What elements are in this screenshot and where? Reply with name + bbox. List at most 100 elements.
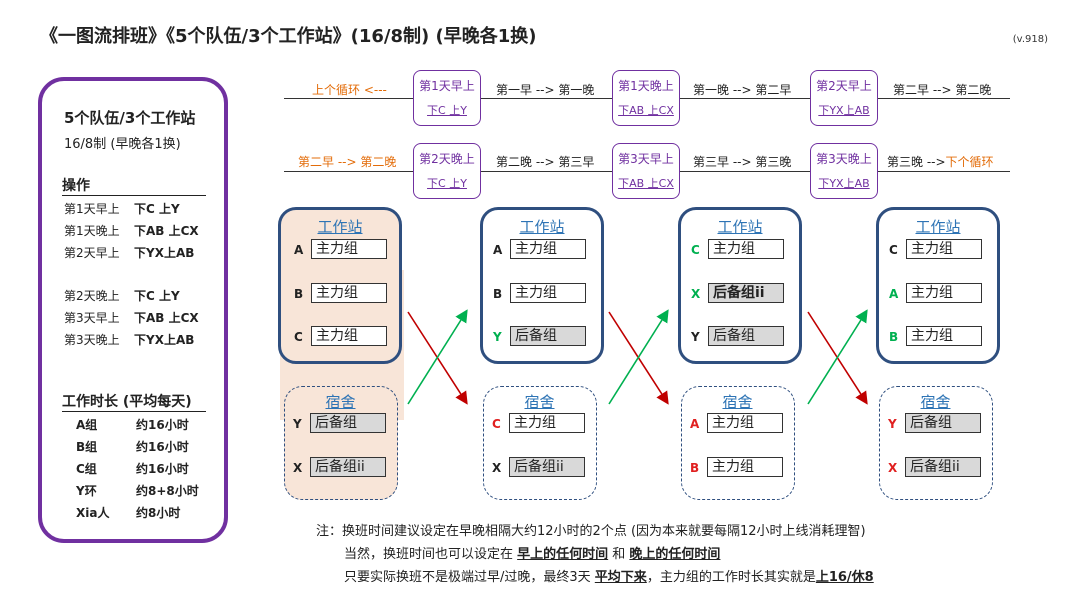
shift-box: 第2天晚上 下C 上Y <box>413 143 481 199</box>
slot-letter: A <box>889 287 899 301</box>
op-action: 下C 上Y <box>134 289 180 303</box>
dorm-stage-3: 宿舍 A 主力组 B 主力组 <box>681 386 795 500</box>
hours-team: C组 <box>76 462 97 476</box>
op-when: 第2天晚上 <box>64 289 120 303</box>
timeline-1-start: 上个循环 <--- <box>312 83 387 97</box>
dorm-header: 宿舍 <box>325 393 356 411</box>
timeline-2-end-a: 第三晚 --> <box>887 155 946 169</box>
station-stage-2: 工作站 A 主力组 B 主力组 Y 后备组 <box>480 207 604 364</box>
slot-letter: X <box>691 287 701 301</box>
station-header: 工作站 <box>317 218 363 236</box>
slot-letter: B <box>493 287 503 301</box>
timeline-1-end: 第二早 --> 第二晚 <box>893 83 992 97</box>
timeline-1-mid2: 第一晚 --> 第二早 <box>693 83 792 97</box>
group-box: 主力组 <box>708 239 784 259</box>
shift-detail: 下C 上Y <box>427 177 467 190</box>
op-when: 第3天早上 <box>64 311 120 325</box>
op-action: 下C 上Y <box>134 202 180 216</box>
op-action: 下YX上AB <box>134 333 195 347</box>
station-stage-3: 工作站 C 主力组 X 后备组ii Y 后备组 <box>678 207 802 364</box>
shift-box: 第2天早上 下YX上AB <box>810 70 878 126</box>
panel-subtitle: 16/8制 (早晚各1换) <box>64 137 181 152</box>
slot-letter: C <box>492 417 501 431</box>
shift-box: 第1天早上 下C 上Y <box>413 70 481 126</box>
op-action: 下YX上AB <box>134 246 195 260</box>
note-line-2: 当然，换班时间也可以设定在 早上的任何时间 和 晚上的任何时间 <box>344 543 720 562</box>
group-box: 后备组 <box>708 326 784 346</box>
op-row: 第3天晚上下YX上AB <box>64 331 214 348</box>
group-box: 后备组 <box>510 326 586 346</box>
group-box: 后备组ii <box>708 283 784 303</box>
slot-letter: X <box>293 461 303 475</box>
hours-team: Xia人 <box>76 506 110 520</box>
timeline-1-mid1: 第一早 --> 第一晚 <box>496 83 595 97</box>
note-line-3: 只要实际换班不是极端过早/过晚，最终3天 平均下来，主力组的工作时长其实就是上1… <box>344 566 874 585</box>
hours-row: Y环 约8+8小时 <box>76 482 226 499</box>
group-box: 主力组 <box>509 413 585 433</box>
hours-row: Xia人约8小时 <box>76 504 226 521</box>
group-box: 主力组 <box>510 283 586 303</box>
hours-team: Y环 <box>76 484 97 498</box>
hours-team: A组 <box>76 418 98 432</box>
shift-title: 第2天晚上 <box>419 152 475 166</box>
arrow-up-3 <box>807 309 868 405</box>
ops-rule <box>62 195 206 196</box>
note-emphasis: 晚上的任何时间 <box>629 547 721 562</box>
slot-letter: Y <box>888 417 897 431</box>
op-when: 第2天早上 <box>64 246 120 260</box>
note-emphasis: 平均下来 <box>594 570 647 585</box>
op-row: 第2天早上下YX上AB <box>64 244 214 261</box>
group-box: 主力组 <box>311 283 387 303</box>
hours-team: B组 <box>76 440 98 454</box>
group-box: 后备组ii <box>509 457 585 477</box>
shift-box: 第3天早上 下AB 上CX <box>612 143 680 199</box>
version-label: (v.918) <box>1012 34 1048 45</box>
hours-row: A组约16小时 <box>76 416 226 433</box>
hours-row: C组 约16小时 <box>76 460 226 477</box>
timeline-2-mid2: 第三早 --> 第三晚 <box>693 155 792 169</box>
panel-title: 5个队伍/3个工作站 <box>64 109 196 127</box>
shift-title: 第1天早上 <box>419 79 475 93</box>
hours-row: B组约16小时 <box>76 438 226 455</box>
shift-title: 第2天早上 <box>816 79 872 93</box>
station-header: 工作站 <box>717 218 763 236</box>
group-box: 后备组ii <box>310 457 386 477</box>
group-box: 主力组 <box>707 457 783 477</box>
slot-letter: B <box>690 461 700 475</box>
group-box: 主力组 <box>906 326 982 346</box>
hours-rule <box>62 411 206 412</box>
shift-detail: 下AB 上CX <box>618 104 674 117</box>
dorm-header: 宿舍 <box>524 393 555 411</box>
group-box: 主力组 <box>311 239 387 259</box>
group-box: 主力组 <box>906 239 982 259</box>
op-row: 第1天晚上下AB 上CX <box>64 222 214 239</box>
hours-header: 工作时长 (平均每天) <box>62 394 192 410</box>
shift-detail: 下C 上Y <box>427 104 467 117</box>
op-when: 第1天早上 <box>64 202 120 216</box>
slot-letter: B <box>889 330 899 344</box>
op-action: 下AB 上CX <box>134 224 199 238</box>
slot-letter: A <box>690 417 700 431</box>
group-box: 后备组 <box>905 413 981 433</box>
op-action: 下AB 上CX <box>134 311 199 325</box>
dorm-stage-1: 宿舍 Y 后备组 X 后备组ii <box>284 386 398 500</box>
op-when: 第3天晚上 <box>64 333 120 347</box>
slot-letter: C <box>294 330 303 344</box>
shift-detail: 下YX上AB <box>818 104 870 117</box>
ops-header: 操作 <box>62 178 90 194</box>
group-box: 主力组 <box>906 283 982 303</box>
station-header: 工作站 <box>915 218 961 236</box>
note-text: ，主力组的工作时长其实就是 <box>646 570 816 585</box>
timeline-2-start: 第二早 --> 第二晚 <box>298 155 397 169</box>
shift-detail: 下YX上AB <box>818 177 870 190</box>
shift-title: 第1天晚上 <box>618 79 674 93</box>
dorm-header: 宿舍 <box>722 393 753 411</box>
slot-letter: X <box>888 461 898 475</box>
hours-value: 约16小时 <box>136 462 189 476</box>
hours-value: 约8+8小时 <box>136 484 199 498</box>
note-text: 当然，换班时间也可以设定在 <box>344 547 518 562</box>
slot-letter: Y <box>493 330 502 344</box>
slot-letter: X <box>492 461 502 475</box>
note-emphasis: 早上的任何时间 <box>517 547 609 562</box>
